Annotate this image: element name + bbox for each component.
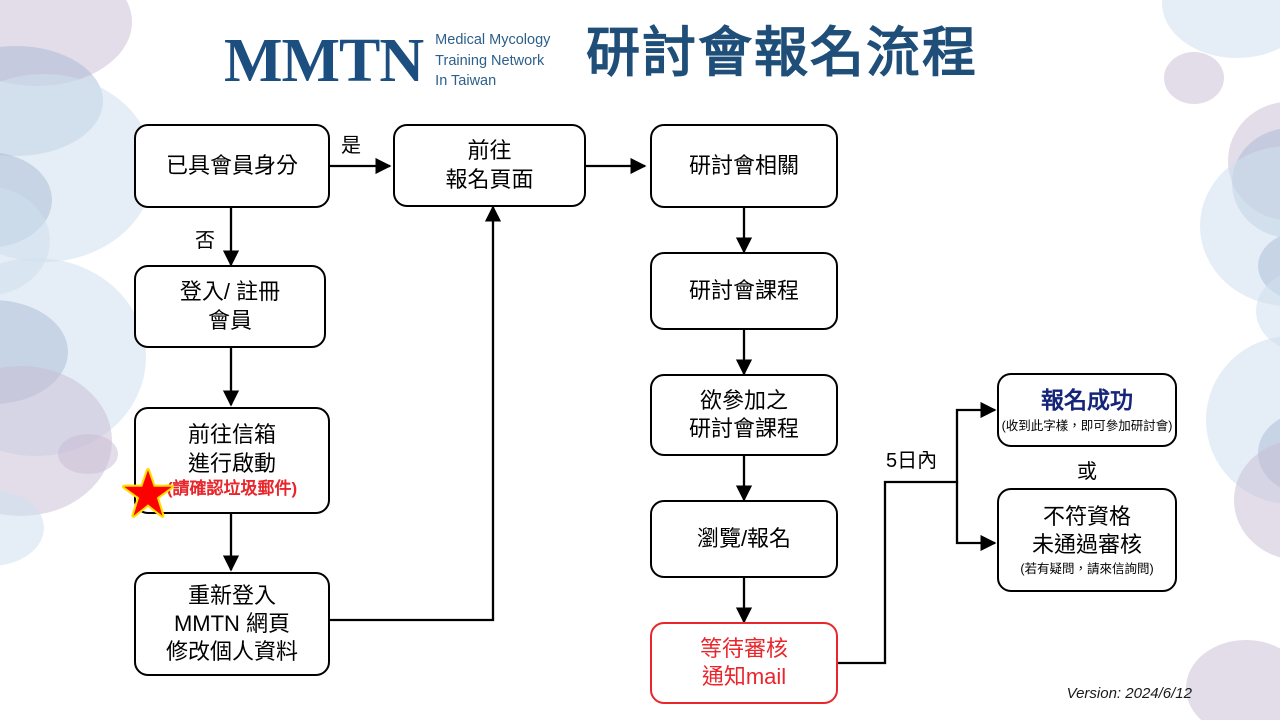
node-signup-success-note: (收到此字樣，即可參加研討會) xyxy=(1001,418,1173,433)
node-seminar-info[interactable]: 研討會相關 xyxy=(650,124,838,208)
mmtn-logo-subtitle: Medical Mycology Training Network In Tai… xyxy=(435,30,550,92)
node-goto-signup-page-line-1: 前往 xyxy=(467,138,512,164)
node-mailbox-activate-line-2: 進行啟動 xyxy=(187,450,276,476)
node-member-status-line-1: 已具會員身分 xyxy=(165,152,298,178)
node-browse-signup-line-1: 瀏覽/報名 xyxy=(696,525,792,551)
node-seminar-course-line-1: 研討會課程 xyxy=(688,277,799,303)
node-goto-signup-page-line-2: 報名頁面 xyxy=(445,166,534,192)
edge-await-to-rejected xyxy=(955,482,997,552)
edge-label-within-five-days: 5日內 xyxy=(886,450,938,472)
edge-relogin-to-signup xyxy=(330,205,502,622)
node-seminar-info-line-1: 研討會相關 xyxy=(688,152,799,178)
edge-label-no: 否 xyxy=(195,230,215,252)
edge-label-yes: 是 xyxy=(341,135,361,157)
node-relogin-profile[interactable]: 重新登入 MMTN 網頁 修改個人資料 xyxy=(134,572,330,676)
node-login-register[interactable]: 登入/ 註冊 會員 xyxy=(134,265,326,348)
node-await-review-line-1: 等待審核 xyxy=(699,635,788,661)
logo-subtitle-line-1: Medical Mycology xyxy=(435,32,551,49)
node-not-qualified[interactable]: 不符資格 未通過審核 (若有疑問，請來信詢問) xyxy=(997,488,1177,592)
node-not-qualified-line-2: 未通過審核 xyxy=(1031,532,1142,557)
node-desired-course-line-1: 欲參加之 xyxy=(699,387,788,413)
node-login-register-line-1: 登入/ 註冊 xyxy=(179,279,281,305)
node-not-qualified-note: (若有疑問，請來信詢問) xyxy=(1020,562,1154,577)
page-title: 研討會報名流程 xyxy=(586,23,978,83)
node-mailbox-activate-note: (請確認垃圾郵件) xyxy=(166,478,298,498)
logo-subtitle-line-3: In Taiwan xyxy=(435,73,497,90)
logo-subtitle-line-2: Training Network xyxy=(435,52,545,69)
node-browse-signup[interactable]: 瀏覽/報名 xyxy=(650,500,838,578)
node-desired-course[interactable]: 欲參加之 研討會課程 xyxy=(650,374,838,456)
node-relogin-profile-line-2: MMTN 網頁 xyxy=(173,610,291,636)
node-seminar-course[interactable]: 研討會課程 xyxy=(650,252,838,330)
node-relogin-profile-line-3: 修改個人資料 xyxy=(165,639,298,665)
red-star-icon xyxy=(122,468,174,518)
node-desired-course-line-2: 研討會課程 xyxy=(688,416,799,441)
node-login-register-line-2: 會員 xyxy=(207,307,252,333)
node-goto-signup-page[interactable]: 前往 報名頁面 xyxy=(393,124,586,207)
node-signup-success[interactable]: 報名成功 (收到此字樣，即可參加研討會) xyxy=(997,373,1177,447)
node-mailbox-activate[interactable]: 前往信箱 進行啟動 (請確認垃圾郵件) xyxy=(134,407,330,514)
mmtn-logo: MMTN Medical Mycology Training Network I… xyxy=(224,30,550,92)
node-not-qualified-line-1: 不符資格 xyxy=(1042,503,1131,529)
node-member-status[interactable]: 已具會員身分 xyxy=(134,124,330,208)
node-relogin-profile-line-1: 重新登入 xyxy=(187,582,276,608)
edge-await-to-success xyxy=(836,401,997,665)
node-signup-success-headline: 報名成功 xyxy=(1041,387,1133,414)
node-await-review-line-2: 通知mail xyxy=(701,664,787,689)
node-mailbox-activate-line-1: 前往信箱 xyxy=(187,422,276,448)
slide-header: MMTN Medical Mycology Training Network I… xyxy=(0,0,1280,112)
mmtn-wordmark: MMTN xyxy=(224,27,424,95)
version-stamp: Version: 2024/6/12 xyxy=(1066,685,1192,702)
node-await-review[interactable]: 等待審核 通知mail xyxy=(650,622,838,704)
edge-label-or: 或 xyxy=(1077,461,1097,483)
